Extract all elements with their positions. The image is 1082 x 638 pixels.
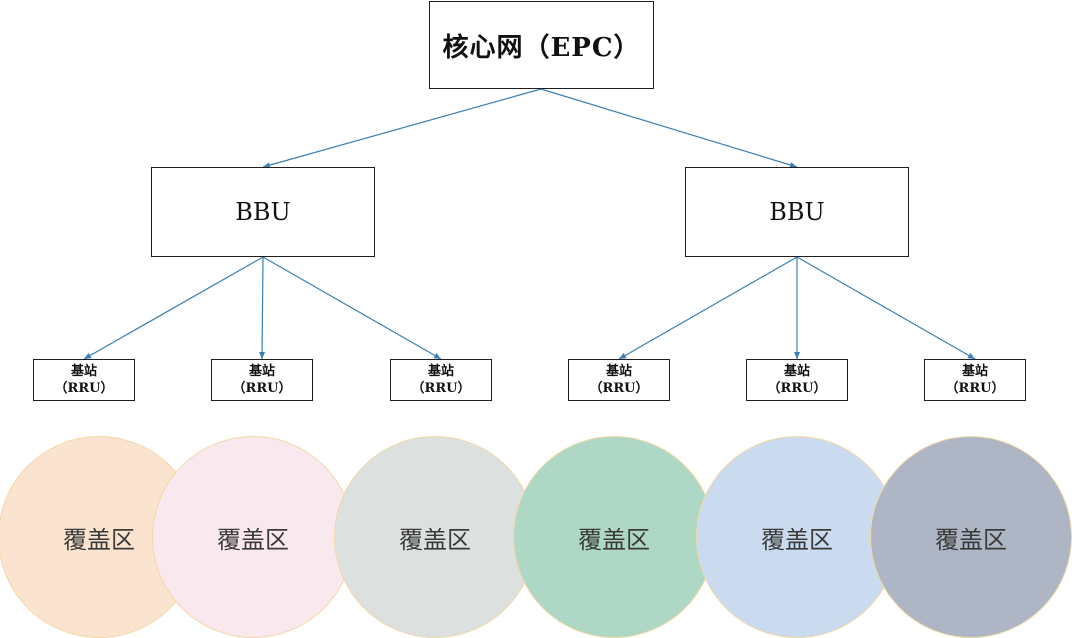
base-station-4: 基站 （RRU） <box>568 359 670 401</box>
connector-bbu-left-to-station-3 <box>262 256 442 360</box>
coverage-area-6: 覆盖区 <box>870 436 1072 638</box>
connector-bbu-left-to-station-1 <box>83 256 264 360</box>
base-station-label: 基站 <box>248 364 275 379</box>
core-network-node: 核心网（EPC） <box>429 1 654 89</box>
core-network-label: 核心网（EPC） <box>442 32 641 63</box>
coverage-area-3: 覆盖区 <box>334 436 536 638</box>
connector-bbu-right-to-station-4 <box>618 256 798 360</box>
base-station-label: 基站 <box>783 364 810 379</box>
coverage-area-label: 覆盖区 <box>399 525 471 554</box>
coverage-area-label: 覆盖区 <box>761 525 833 554</box>
base-station-2: 基站 （RRU） <box>211 359 313 401</box>
rru-label: （RRU） <box>54 381 114 396</box>
coverage-area-2: 覆盖区 <box>152 436 354 638</box>
coverage-area-label: 覆盖区 <box>63 525 135 554</box>
base-station-label: 基站 <box>427 364 454 379</box>
connector-core-to-bbu-right <box>540 88 798 168</box>
rru-label: （RRU） <box>945 381 1005 396</box>
coverage-area-5: 覆盖区 <box>696 436 898 638</box>
rru-label: （RRU） <box>232 381 292 396</box>
bbu-node-right: BBU <box>685 167 909 257</box>
base-station-label: 基站 <box>70 364 97 379</box>
coverage-area-label: 覆盖区 <box>935 525 1007 554</box>
base-station-6: 基站 （RRU） <box>924 359 1026 401</box>
coverage-area-label: 覆盖区 <box>217 525 289 554</box>
bbu-label: BBU <box>235 198 291 226</box>
coverage-area-1: 覆盖区 <box>0 436 200 638</box>
base-station-1: 基站 （RRU） <box>33 359 135 401</box>
coverage-area-label: 覆盖区 <box>578 525 650 554</box>
base-station-5: 基站 （RRU） <box>746 359 848 401</box>
bbu-node-left: BBU <box>151 167 375 257</box>
base-station-3: 基站 （RRU） <box>390 359 492 401</box>
rru-label: （RRU） <box>767 381 827 396</box>
coverage-area-4: 覆盖区 <box>513 436 715 638</box>
connector-bbu-right-to-station-6 <box>796 256 976 360</box>
base-station-label: 基站 <box>961 364 988 379</box>
connector-bbu-left-to-station-2 <box>259 256 266 360</box>
base-station-label: 基站 <box>605 364 632 379</box>
rru-label: （RRU） <box>411 381 471 396</box>
bbu-label: BBU <box>769 198 825 226</box>
connector-core-to-bbu-left <box>262 88 542 168</box>
rru-label: （RRU） <box>589 381 649 396</box>
